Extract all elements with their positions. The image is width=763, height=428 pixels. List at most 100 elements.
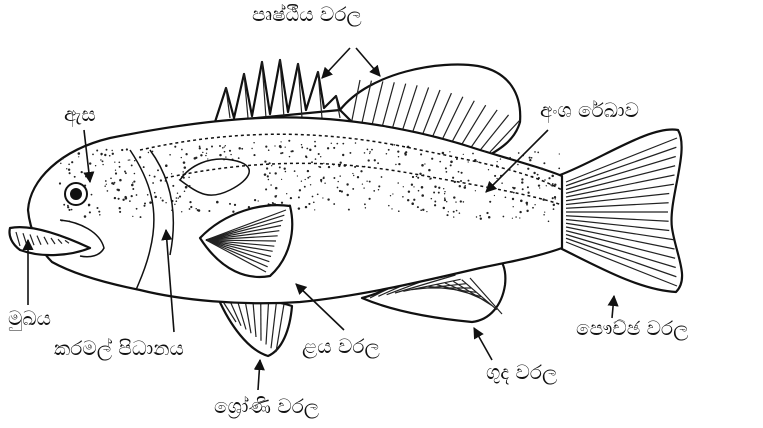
speckle	[181, 211, 182, 212]
speckle	[526, 204, 528, 206]
speckle	[320, 179, 322, 181]
speckle	[417, 206, 419, 208]
speckle	[431, 158, 433, 160]
speckle	[179, 196, 181, 198]
speckle	[107, 190, 109, 192]
label-pelvic-fin: ශ්‍රෝණි වරල	[214, 396, 319, 416]
speckle	[286, 193, 287, 194]
speckle	[322, 197, 323, 198]
speckle	[301, 181, 302, 182]
speckle	[540, 167, 542, 169]
speckle	[102, 164, 103, 165]
speckle	[500, 158, 501, 159]
speckle	[306, 156, 308, 158]
speckle	[527, 168, 529, 170]
speckle	[68, 209, 70, 211]
speckle	[460, 180, 462, 182]
speckle	[68, 163, 70, 165]
speckle	[337, 187, 339, 189]
speckle	[488, 216, 491, 219]
label-lateral-line: අංශ රේඛාව	[540, 100, 639, 120]
speckle	[285, 171, 287, 173]
speckle	[177, 192, 178, 193]
speckle	[253, 154, 255, 156]
speckle	[69, 172, 71, 174]
speckle	[527, 186, 529, 188]
speckle	[398, 210, 400, 212]
speckle	[327, 147, 329, 149]
speckle	[157, 169, 159, 171]
speckle	[342, 154, 344, 156]
speckle	[533, 172, 535, 174]
speckle	[446, 201, 447, 202]
speckle	[416, 176, 418, 178]
speckle	[206, 153, 207, 154]
speckle	[207, 158, 208, 159]
speckle	[513, 206, 514, 207]
speckle	[341, 190, 343, 192]
speckle	[104, 185, 106, 187]
speckle	[114, 197, 116, 199]
speckle	[310, 184, 311, 185]
speckle	[119, 211, 121, 213]
speckle	[377, 162, 379, 164]
speckle	[171, 173, 172, 174]
speckle	[458, 171, 460, 173]
speckle	[418, 190, 420, 192]
speckle	[106, 184, 107, 185]
speckle	[453, 211, 455, 213]
speckle	[434, 185, 436, 187]
speckle	[314, 141, 316, 143]
speckle	[422, 209, 424, 211]
speckle	[66, 168, 67, 169]
speckle	[229, 203, 231, 205]
speckle	[369, 151, 371, 153]
speckle	[369, 181, 371, 183]
speckle	[122, 199, 124, 201]
speckle	[154, 176, 156, 178]
speckle	[292, 150, 294, 152]
speckle	[532, 207, 534, 209]
speckle	[147, 194, 149, 196]
speckle	[190, 206, 192, 208]
speckle	[84, 215, 87, 218]
speckle	[443, 207, 445, 209]
speckle	[368, 159, 370, 161]
speckle	[206, 148, 208, 150]
speckle	[276, 195, 277, 196]
speckle	[265, 188, 267, 190]
speckle	[119, 166, 121, 168]
speckle	[174, 204, 175, 205]
speckle	[152, 182, 154, 184]
speckle	[305, 206, 307, 208]
speckle	[363, 187, 364, 188]
speckle	[455, 201, 456, 202]
speckle	[444, 193, 445, 194]
speckle	[132, 216, 133, 217]
speckle	[268, 179, 270, 181]
speckle	[526, 202, 529, 205]
speckle	[421, 164, 424, 167]
speckle	[111, 150, 112, 151]
speckle	[505, 196, 507, 198]
speckle	[503, 216, 505, 218]
speckle	[134, 173, 136, 175]
speckle	[106, 149, 108, 151]
speckle	[89, 211, 91, 213]
speckle	[390, 195, 391, 196]
speckle	[548, 177, 550, 179]
speckle	[342, 143, 344, 145]
speckle	[149, 175, 151, 177]
speckle	[181, 149, 183, 151]
speckle	[448, 211, 449, 212]
speckle	[324, 182, 325, 183]
speckle	[253, 142, 254, 143]
speckle	[320, 156, 321, 157]
speckle	[402, 196, 404, 198]
speckle	[154, 192, 156, 194]
label-dorsal-fin: පෘෂ්ඨීය වරල	[252, 4, 362, 24]
speckle	[494, 175, 496, 177]
speckle	[290, 197, 292, 199]
speckle	[91, 175, 93, 177]
speckle	[519, 217, 520, 218]
